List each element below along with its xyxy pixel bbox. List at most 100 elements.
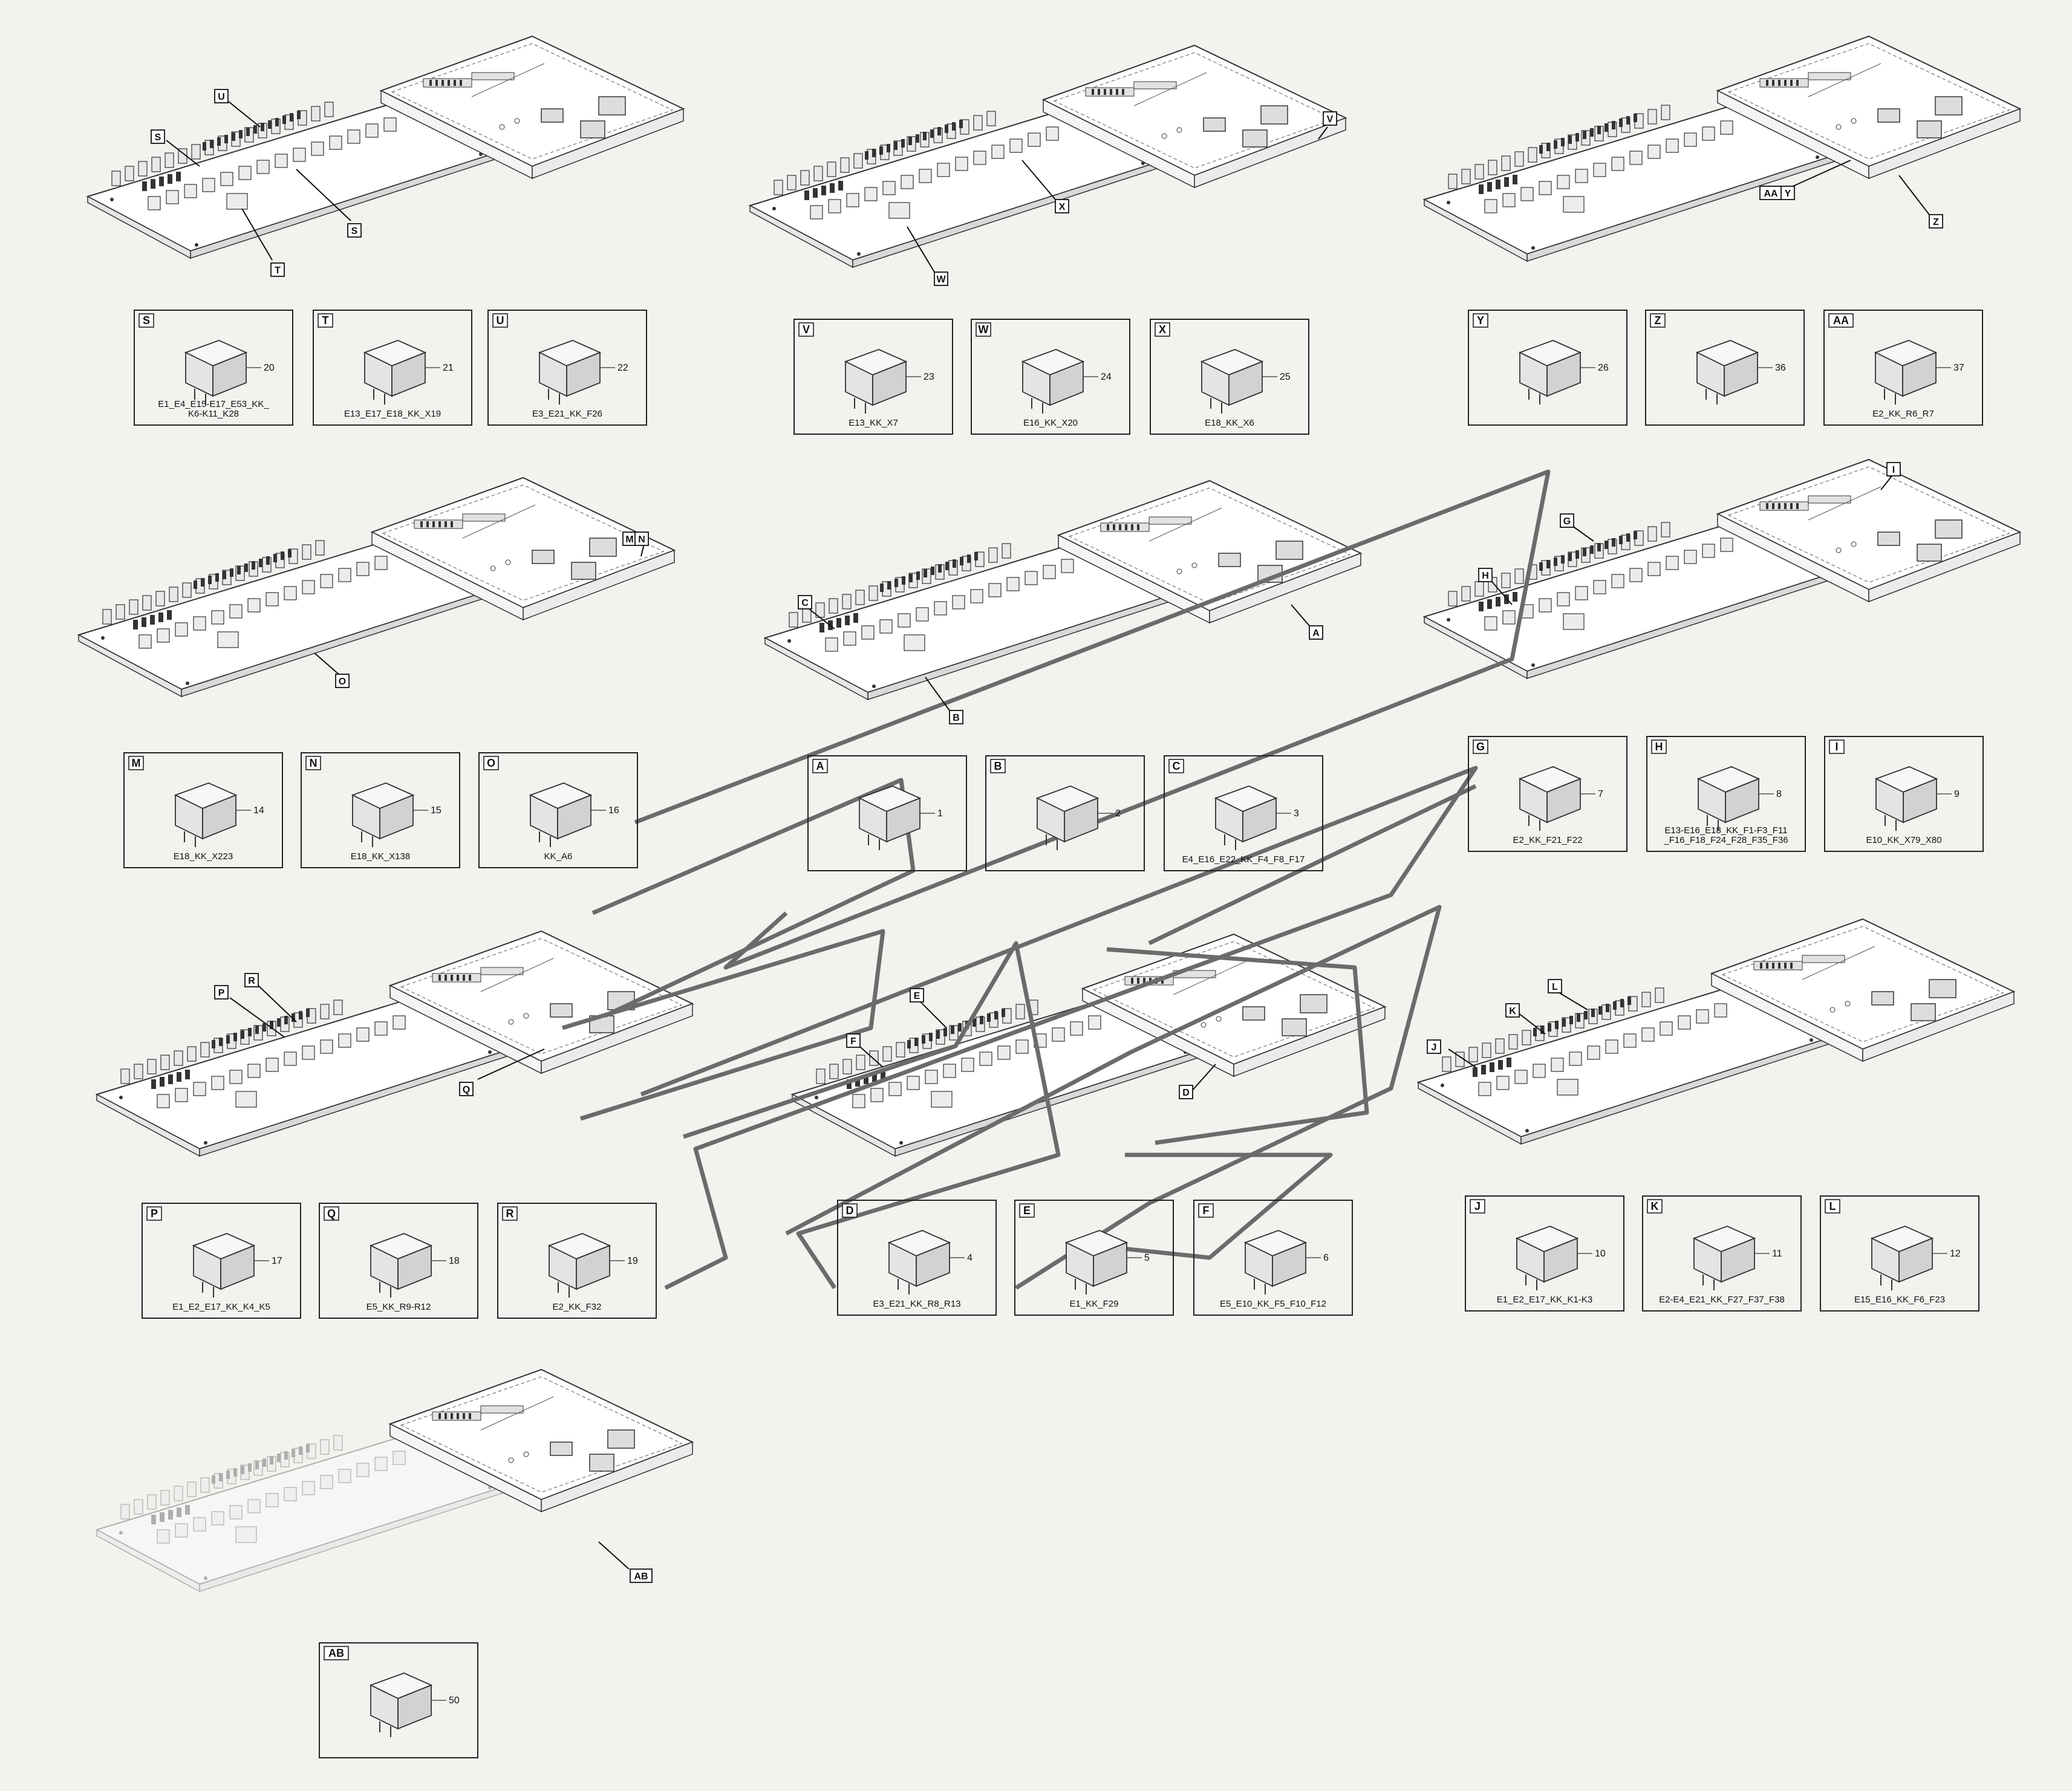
svg-text:J: J [1432, 1042, 1437, 1053]
svg-text:U: U [218, 92, 225, 102]
part-box-frame [1468, 736, 1627, 852]
svg-text:Q: Q [463, 1085, 470, 1095]
assembly-tag-U: U [214, 89, 229, 103]
part-number: 14 [253, 805, 264, 816]
assembly-row2-left [78, 477, 675, 697]
part-caption: E4_E16_E22_KK_F4_F8_F17 [1182, 854, 1305, 865]
part-box-frame [837, 1200, 997, 1316]
assembly-row1-left [87, 36, 684, 259]
part-caption: E10_KK_X79_X80 [1866, 835, 1941, 845]
part-box-letter-tag [990, 759, 1006, 773]
part-number: 9 [1954, 789, 1960, 799]
assembly-row4 [96, 1369, 693, 1592]
part-box-frame [1646, 736, 1806, 852]
part-box-letter-tag [1168, 759, 1184, 773]
part-number: 21 [443, 363, 454, 373]
part-box-letter: X [1159, 323, 1166, 336]
part-box-letter: C [1173, 760, 1181, 772]
svg-text:P: P [218, 988, 225, 998]
part-box-letter: Z [1655, 314, 1661, 327]
component-drawing-icon [174, 782, 238, 847]
part-box-letter-tag [128, 756, 144, 770]
part-box-frame [319, 1642, 478, 1758]
part-box-letter-tag [138, 313, 154, 328]
part-box-letter: Q [327, 1208, 336, 1220]
component-drawing-icon [887, 1230, 951, 1295]
part-box-letter: T [322, 314, 329, 327]
part-number: 26 [1598, 363, 1609, 373]
part-number: 18 [449, 1256, 460, 1266]
part-box-letter-tag [812, 759, 828, 773]
component-drawing-icon [192, 1233, 256, 1298]
wiring-frames [561, 469, 1551, 1290]
part-number: 6 [1323, 1253, 1329, 1263]
part-caption: E18_KK_X223 [174, 851, 233, 862]
svg-text:M: M [625, 535, 633, 545]
part-box-letter-tag [1647, 1199, 1663, 1214]
part-number: 4 [967, 1253, 972, 1263]
component-drawing-icon [1874, 766, 1938, 831]
part-box-letter: W [979, 323, 989, 336]
part-caption: E1_E2_E17_KK_K1-K3 [1497, 1295, 1592, 1305]
part-number: 36 [1775, 363, 1786, 373]
part-caption: E2_KK_F21_F22 [1513, 835, 1582, 845]
part-box-frame [1468, 310, 1627, 426]
part-box-frame [1824, 736, 1984, 852]
assembly-tag-F: F [846, 1033, 861, 1048]
component-drawing-icon [844, 349, 908, 414]
part-box-frame [301, 752, 460, 868]
component-drawing-icon [1064, 1230, 1129, 1295]
part-box-letter: R [506, 1208, 514, 1220]
part-box-Z: Z 36 [1645, 310, 1805, 426]
assembly-tag-X: X [1055, 199, 1069, 213]
assembly-tag-Q: Q [459, 1082, 474, 1096]
part-number: 15 [431, 805, 441, 816]
part-caption: E3_E21_KK_R8_R13 [873, 1299, 960, 1309]
part-box-letter: E [1023, 1204, 1031, 1217]
part-box-letter-tag [324, 1646, 349, 1660]
part-caption: E1_E4_E15-E17_E53_KK_ [158, 399, 269, 409]
svg-text:B: B [953, 713, 960, 723]
assembly-tag-B: B [949, 710, 963, 724]
part-number: 17 [272, 1256, 282, 1266]
part-box-letter-tag [1829, 739, 1845, 754]
part-box-letter-tag [1155, 322, 1170, 337]
part-box-frame [313, 310, 472, 426]
part-box-letter-tag [1470, 1199, 1485, 1214]
part-box-frame [1642, 1195, 1802, 1312]
part-box-frame [1820, 1195, 1979, 1312]
svg-text:W: W [936, 275, 946, 285]
assembly-tag-T: T [270, 262, 285, 277]
part-box-frame [497, 1203, 657, 1319]
assembly-tag-R: R [244, 973, 259, 987]
component-drawing-icon [1518, 766, 1582, 831]
part-box-letter: Y [1477, 314, 1484, 327]
assembly-tag-J: J [1427, 1039, 1441, 1054]
assembly-tag-C: C [798, 595, 812, 609]
assembly-tag-O: O [335, 674, 350, 688]
part-box-letter-tag [146, 1206, 162, 1221]
component-drawing-icon [1200, 349, 1264, 414]
assembly-tag-M: M [622, 531, 637, 546]
component-drawing-icon [184, 340, 248, 405]
part-number: 1 [937, 808, 943, 819]
part-box-frame [1823, 310, 1983, 426]
component-drawing-icon [1515, 1226, 1579, 1290]
svg-text:AB: AB [634, 1572, 648, 1582]
assembly-tag-S: S [151, 129, 165, 144]
part-box-frame [807, 755, 967, 871]
part-number: 8 [1776, 789, 1782, 799]
part-box-B: B2 [985, 755, 1145, 871]
part-caption: E15_E16_KK_F6_F23 [1854, 1295, 1945, 1305]
part-box-frame [971, 319, 1130, 435]
assembly-tag-N: N [634, 531, 649, 546]
part-box-frame [319, 1203, 478, 1319]
part-caption: KK_A6 [544, 851, 573, 862]
part-box-letter-tag [1651, 739, 1667, 754]
